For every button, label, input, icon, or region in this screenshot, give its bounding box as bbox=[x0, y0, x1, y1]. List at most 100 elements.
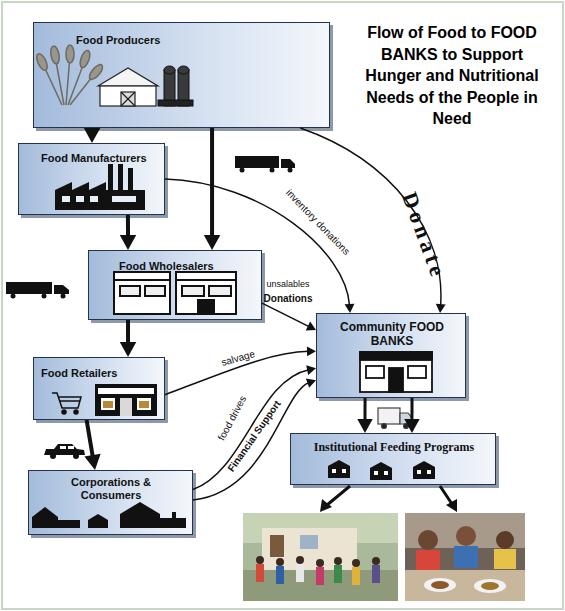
car-icon-part bbox=[44, 444, 85, 455]
photo-food-line-part bbox=[334, 565, 342, 583]
truck-icon bbox=[235, 156, 295, 173]
flow-arrow bbox=[204, 128, 221, 250]
silo-icon bbox=[158, 66, 193, 106]
house-icon-part bbox=[160, 518, 186, 528]
box-label: Institutional Feeding Programs bbox=[299, 440, 489, 454]
institution-icon-part bbox=[374, 471, 378, 475]
car-icon-part bbox=[50, 453, 56, 459]
photo-food-line-part bbox=[316, 567, 324, 585]
silo-icon-part bbox=[158, 100, 193, 106]
factory-icon bbox=[55, 164, 145, 210]
institution-icon-part bbox=[413, 461, 435, 479]
edge-label: salvage bbox=[220, 348, 256, 368]
institution-icon bbox=[328, 460, 435, 480]
arrow-head bbox=[307, 346, 316, 356]
wheat-icon-part bbox=[66, 45, 74, 63]
diagram-title: Flow of Food to FOOD BANKS to Support Hu… bbox=[352, 22, 552, 130]
store-icon-part bbox=[101, 398, 115, 410]
photo-food-line bbox=[243, 513, 398, 601]
store-icon-part bbox=[137, 398, 151, 410]
connector-line bbox=[262, 303, 310, 327]
arrow-head bbox=[84, 128, 100, 143]
warehouse-icon-part bbox=[114, 279, 170, 281]
arrow-to-photo-part bbox=[446, 499, 457, 512]
flow-arrow bbox=[165, 179, 354, 313]
flow-arrow bbox=[165, 346, 316, 394]
store-icon bbox=[95, 384, 157, 416]
truck-icon-part bbox=[378, 408, 400, 424]
photo-food-line-part bbox=[276, 558, 284, 566]
warehouse-icon-part bbox=[182, 286, 204, 296]
box-label: Corporations & Consumers bbox=[61, 476, 161, 502]
arrow-head bbox=[306, 322, 316, 331]
silo-icon-part bbox=[164, 70, 175, 106]
arrow-to-photo-part bbox=[320, 499, 332, 512]
photo-food-line-part bbox=[243, 570, 398, 601]
warehouse-icon bbox=[114, 272, 236, 314]
factory-icon-part bbox=[90, 196, 98, 202]
warehouse-icon-part bbox=[176, 279, 236, 281]
cart-icon-part bbox=[52, 393, 81, 408]
institution-icon-part bbox=[384, 471, 388, 475]
wheat-icon bbox=[35, 45, 105, 105]
edge-label: inventory donations bbox=[284, 187, 352, 257]
foodbank-building-icon-part bbox=[389, 368, 403, 392]
house-icon-part bbox=[88, 514, 108, 528]
process-box: Food Producers bbox=[33, 22, 330, 128]
warehouse-icon-part bbox=[120, 286, 140, 296]
flow-arrow bbox=[84, 420, 100, 470]
factory-icon-part bbox=[118, 164, 123, 192]
house-icon bbox=[32, 502, 186, 528]
factory-icon-part bbox=[112, 196, 136, 202]
photo-food-line-part bbox=[334, 557, 342, 565]
store-icon-part bbox=[103, 401, 113, 408]
process-box: Community FOOD BANKS bbox=[316, 313, 466, 398]
arrow-head bbox=[306, 365, 316, 375]
flow-arrow bbox=[404, 398, 419, 433]
truck-icon-part bbox=[288, 168, 293, 173]
connector-line bbox=[410, 398, 413, 422]
photo-children-eating-part bbox=[405, 570, 525, 601]
wheat-icon-part bbox=[42, 62, 62, 105]
house-icon-part bbox=[55, 520, 80, 528]
photo-food-line-part bbox=[372, 565, 380, 583]
edge-label: Donations bbox=[264, 293, 313, 304]
photo-children-eating-part bbox=[431, 581, 449, 589]
cart-icon-part bbox=[60, 400, 80, 402]
truck-icon-part bbox=[270, 168, 275, 173]
store-icon-part bbox=[95, 384, 157, 416]
photo-children-eating-part bbox=[494, 549, 516, 569]
warehouse-icon-part bbox=[145, 286, 165, 296]
house-icon-part bbox=[120, 502, 160, 528]
foodbank-building-icon-part bbox=[360, 352, 432, 392]
connector-line bbox=[210, 128, 214, 238]
arrow-to-photo-part bbox=[440, 486, 452, 504]
house-icon-part bbox=[172, 512, 176, 518]
truck-icon bbox=[6, 282, 69, 299]
arrow-to-photo bbox=[320, 486, 457, 512]
flow-arrow bbox=[120, 320, 137, 357]
truck-icon-part bbox=[235, 156, 279, 168]
arrow-head bbox=[204, 235, 221, 250]
barn-icon-part bbox=[98, 68, 158, 86]
truck-icon-part bbox=[382, 424, 387, 429]
box-label: Community FOOD BANKS bbox=[332, 320, 452, 349]
connector-line bbox=[126, 320, 130, 345]
process-box: Food Manufacturers bbox=[18, 143, 165, 215]
wheat-icon-part bbox=[68, 60, 85, 105]
silo-icon-part bbox=[178, 70, 189, 106]
barn-icon-part bbox=[100, 86, 156, 106]
process-box: Corporations & Consumers bbox=[28, 470, 193, 535]
photo-food-line-part bbox=[243, 513, 398, 601]
wheat-icon-part bbox=[87, 63, 105, 82]
box-label: Food Wholesalers bbox=[119, 260, 249, 273]
box-label: Food Manufacturers bbox=[41, 152, 161, 165]
connector-line bbox=[87, 420, 93, 458]
house-icon-part bbox=[32, 507, 58, 528]
wheat-icon-part bbox=[35, 52, 50, 72]
box-label: Food Producers bbox=[76, 34, 276, 47]
car-icon-part bbox=[68, 446, 74, 449]
silo-icon-part bbox=[178, 66, 189, 74]
car-icon-part bbox=[60, 446, 66, 449]
